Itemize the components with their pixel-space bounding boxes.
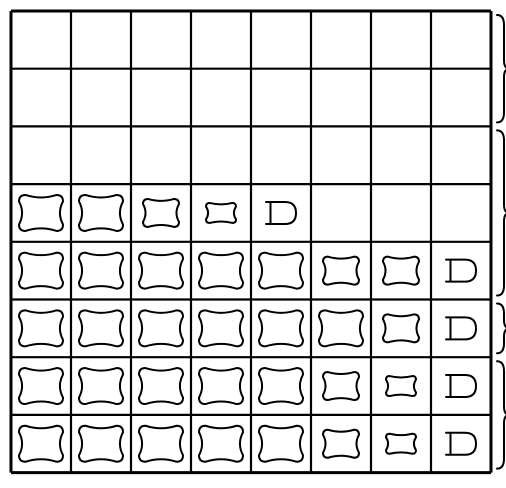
tile-large xyxy=(19,195,63,231)
tile-large xyxy=(79,368,123,404)
cells-layer xyxy=(19,195,476,462)
tile-large xyxy=(199,310,243,346)
tile-large xyxy=(19,426,63,462)
tile-small xyxy=(386,434,416,454)
tile-large xyxy=(79,195,123,231)
tile-large xyxy=(319,310,363,346)
tile-medium xyxy=(383,257,419,285)
cup-piece xyxy=(446,375,476,397)
curly-brace xyxy=(497,361,506,468)
tile-large xyxy=(19,310,63,346)
curly-brace xyxy=(497,130,506,295)
curly-brace xyxy=(497,15,506,122)
tile-large xyxy=(139,310,183,346)
tile-large xyxy=(79,310,123,346)
cup-piece xyxy=(446,317,476,339)
tile-large xyxy=(19,368,63,404)
tile-large xyxy=(139,368,183,404)
tile-large xyxy=(259,368,303,404)
tile-medium xyxy=(323,372,359,400)
brace-markers xyxy=(497,15,506,469)
tile-large xyxy=(259,310,303,346)
cup-piece xyxy=(446,433,476,455)
cup-piece xyxy=(266,202,296,224)
tile-medium xyxy=(323,430,359,458)
tile-large xyxy=(79,426,123,462)
tile-large xyxy=(259,426,303,462)
tile-medium xyxy=(143,199,179,227)
tile-small xyxy=(206,203,236,223)
tile-large xyxy=(19,253,63,289)
tile-medium xyxy=(383,314,419,342)
tile-medium xyxy=(323,257,359,285)
tile-large xyxy=(139,426,183,462)
tile-large xyxy=(199,368,243,404)
cup-piece xyxy=(446,260,476,282)
tile-large xyxy=(199,253,243,289)
curly-brace xyxy=(497,304,506,354)
tile-large xyxy=(79,253,123,289)
tile-large xyxy=(139,253,183,289)
tile-large xyxy=(259,253,303,289)
tile-large xyxy=(199,426,243,462)
tile-small xyxy=(386,376,416,396)
